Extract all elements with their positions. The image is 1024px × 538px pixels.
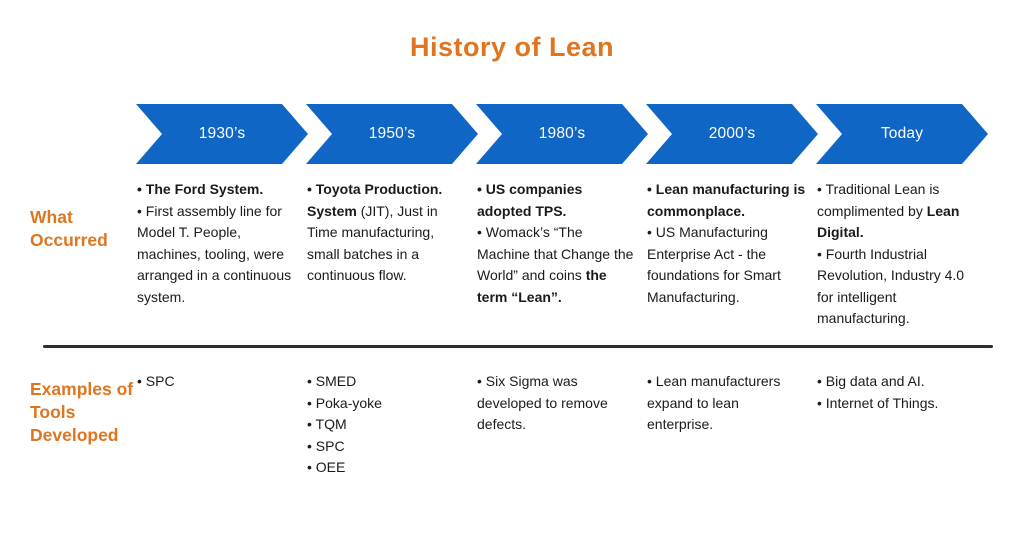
timeline-arrow-1930s: 1930’s (136, 104, 308, 164)
row-label-what-occurred: What Occurred (30, 207, 108, 250)
bullet-item: • SPC (137, 373, 175, 389)
bullet-marker: • (817, 394, 826, 411)
bullet-item: • Internet of Things. (817, 394, 939, 411)
bullet-item: • First assembly line for Model T. Peopl… (137, 202, 292, 305)
bullet-marker: • (477, 181, 486, 197)
divider-line (43, 345, 993, 348)
tools-column-1980s: • Six Sigma was developed to remove defe… (477, 371, 637, 436)
timeline-arrow-label-today: Today (880, 125, 924, 142)
timeline-arrows: 1930’s 1950’s 1980’s 2000’s Today (0, 104, 1024, 164)
tools-column-today: • Big data and AI. • Internet of Things. (817, 371, 977, 414)
bullet-item: • SPC (307, 437, 345, 454)
bullet-item: • TQM (307, 416, 347, 432)
bullet-item: • Fourth Industrial Revolution, Industry… (817, 245, 965, 327)
bullet-marker: • (647, 224, 656, 240)
bullet-item: • Lean manufacturing is commonplace. (647, 181, 806, 219)
bullet-item: • US Manufacturing Enterprise Act - the … (647, 224, 781, 305)
bullet-marker: • (307, 416, 316, 432)
bullet-marker: • (307, 459, 316, 475)
bullet-marker: • (307, 394, 316, 411)
tools-column-2000s: • Lean manufacturers expand to lean ente… (647, 371, 807, 436)
timeline-arrow-today: Today (816, 104, 988, 164)
timeline-arrow-2000s: 2000’s (646, 104, 818, 164)
bullet-item: • Traditional Lean is complimented by Le… (817, 181, 960, 240)
bullet-item: • OEE (307, 459, 346, 475)
what-occurred-column-1930s: • The Ford System. • First assembly line … (137, 179, 297, 308)
bullet-item: • The Ford System. (137, 181, 264, 197)
bullet-marker: • (137, 202, 146, 219)
bullet-marker: • (817, 181, 826, 197)
what-occurred-column-today: • Traditional Lean is complimented by Le… (817, 179, 977, 330)
bullet-marker: • (647, 181, 656, 197)
timeline-arrow-label-1930s: 1930’s (198, 125, 246, 142)
bullet-item: • Womack’s “The Machine that Change the … (477, 224, 634, 305)
what-occurred-column-1950s: • Toyota Production. System (JIT), Just … (307, 179, 467, 287)
bullet-item: • Toyota Production. System (JIT), Just … (307, 181, 443, 283)
bullet-marker: • (307, 181, 316, 197)
bullet-marker: • (307, 373, 316, 389)
timeline-arrow-1950s: 1950’s (306, 104, 478, 164)
row-label-tools-developed: Examples of Tools Developed (30, 379, 134, 445)
bullet-marker: • (307, 437, 316, 454)
what-occurred-column-1980s: • US companies adopted TPS. • Womack’s “T… (477, 179, 637, 308)
bullet-item: • Six Sigma was developed to remove defe… (477, 373, 608, 432)
bullet-item: • Lean manufacturers expand to lean ente… (647, 373, 781, 432)
timeline-arrow-label-1980s: 1980’s (538, 125, 586, 142)
tools-column-1930s: • SPC (137, 371, 297, 393)
bullet-marker: • (817, 373, 826, 389)
bullet-item: • SMED (307, 373, 357, 389)
page-title: History of Lean (409, 32, 615, 62)
bullet-marker: • (477, 224, 486, 240)
bullet-marker: • (137, 181, 146, 197)
bullet-marker: • (647, 373, 656, 389)
bullet-item: • Poka-yoke (307, 394, 382, 411)
bullet-marker: • (817, 245, 826, 262)
tools-column-1950s: • SMED • Poka-yoke • TQM • SPC • OEE (307, 371, 467, 479)
bullet-marker: • (137, 373, 146, 389)
timeline-arrow-label-1950s: 1950’s (368, 125, 416, 142)
timeline-arrow-label-2000s: 2000’s (708, 125, 756, 142)
bullet-item: • US companies adopted TPS. (477, 181, 583, 219)
what-occurred-column-2000s: • Lean manufacturing is commonplace. • US… (647, 179, 807, 308)
bullet-marker: • (477, 373, 486, 389)
bullet-item: • Big data and AI. (817, 373, 925, 389)
timeline-arrow-1980s: 1980’s (476, 104, 648, 164)
